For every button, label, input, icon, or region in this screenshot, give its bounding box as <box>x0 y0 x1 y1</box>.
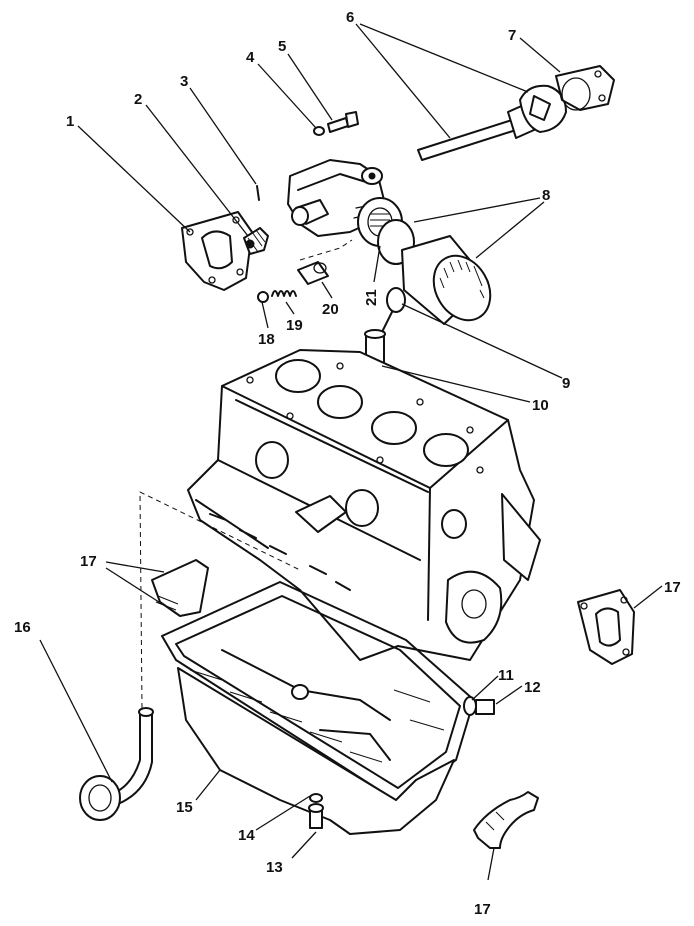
leader-8a <box>413 197 541 223</box>
callout-3: 3 <box>180 73 188 90</box>
part-6-drive-shaft <box>417 103 535 161</box>
leader-1 <box>77 125 191 233</box>
callout-13: 13 <box>266 859 283 876</box>
callout-5: 5 <box>278 38 286 55</box>
part-17-seal <box>473 791 539 849</box>
leader-17b <box>633 585 663 609</box>
leader-4 <box>257 63 317 129</box>
callout-10: 10 <box>532 397 549 414</box>
leader-10 <box>381 365 531 403</box>
part-5-bolt <box>327 111 359 133</box>
callout-9: 9 <box>562 375 570 392</box>
callout-14: 14 <box>238 827 255 844</box>
callout-4: 4 <box>246 49 255 66</box>
leader-7 <box>519 37 561 73</box>
callout-20: 20 <box>322 301 339 318</box>
leader-15 <box>195 769 221 801</box>
part-14-washer <box>309 793 323 803</box>
callout-15: 15 <box>176 799 193 816</box>
part-7-cap <box>555 65 615 111</box>
leader-11 <box>471 675 499 701</box>
leader-8b <box>475 201 545 259</box>
part-17-gasket-left <box>151 559 209 617</box>
leader-6a <box>355 23 451 139</box>
part-12-drain-plug <box>475 699 495 715</box>
part-19-spring <box>271 290 297 297</box>
leader-9 <box>401 303 563 379</box>
part-18-washer <box>257 291 269 303</box>
engine-block <box>187 349 541 661</box>
leader-14 <box>255 795 311 831</box>
part-2-rotor <box>243 227 269 255</box>
leader-2 <box>145 104 249 237</box>
callout-7: 7 <box>508 27 516 44</box>
part-20-plunger <box>297 261 329 285</box>
callout-1: 1 <box>66 113 74 130</box>
leader-16 <box>39 639 113 783</box>
callout-17-right: 17 <box>664 579 681 596</box>
leader-3 <box>189 87 257 185</box>
part-16-oil-strainer <box>79 707 154 821</box>
callout-17-left: 17 <box>80 553 97 570</box>
leader-18 <box>261 301 269 329</box>
oil-pan-gasket <box>161 581 475 803</box>
leader-17a-2 <box>105 567 163 605</box>
leader-17c <box>487 847 495 881</box>
alignment-line-strainer <box>139 491 301 709</box>
leader-6b <box>359 23 529 93</box>
part-1-pump-cover-plate <box>181 211 253 291</box>
callout-8: 8 <box>542 187 550 204</box>
callout-21: 21 <box>363 289 380 306</box>
callout-16: 16 <box>14 619 31 636</box>
leader-5 <box>287 53 333 121</box>
leader-19 <box>285 301 295 315</box>
callout-19: 19 <box>286 317 303 334</box>
part-11-drain-gasket <box>463 696 477 716</box>
leader-13 <box>291 831 317 859</box>
callout-11: 11 <box>498 667 514 684</box>
callout-12: 12 <box>524 679 541 696</box>
callout-6: 6 <box>346 9 354 26</box>
callout-18: 18 <box>258 331 275 348</box>
part-13-bolt <box>308 803 324 829</box>
callout-2: 2 <box>134 91 142 108</box>
part-8-oil-filter <box>377 219 492 325</box>
leader-17a-1 <box>105 561 165 573</box>
part-3-pin <box>256 185 260 201</box>
callout-17-bottom: 17 <box>474 901 491 918</box>
part-17-gasket-right <box>577 589 635 665</box>
part-6-gear-housing <box>519 84 567 133</box>
part-4-washer <box>313 126 325 136</box>
leader-20 <box>321 281 333 299</box>
leader-21 <box>373 245 381 283</box>
leader-12 <box>495 685 523 705</box>
alignment-line-pump <box>299 239 353 261</box>
